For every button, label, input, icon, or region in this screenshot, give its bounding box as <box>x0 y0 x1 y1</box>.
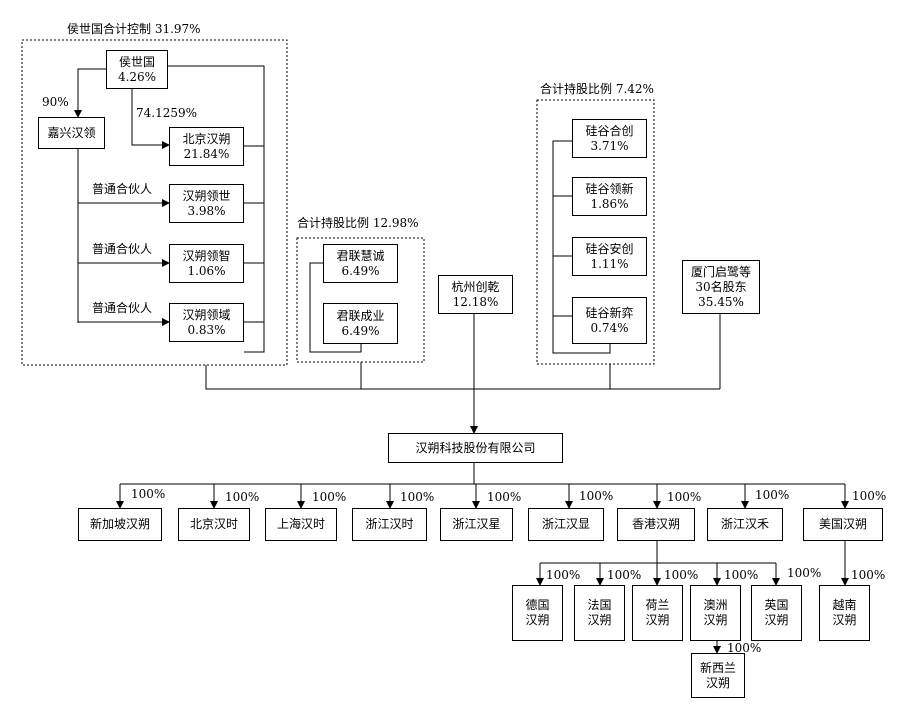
shareholder-hou: 侯世国 4.26% <box>106 50 168 89</box>
subsidiary-box: 浙江汉禾 <box>707 508 783 541</box>
hk-subsidiary-pct: 100% <box>607 568 642 582</box>
hk-subsidiary-pct: 100% <box>546 568 581 582</box>
shareholder-jiaxing: 嘉兴汉领 <box>38 117 105 149</box>
subsidiary-pct: 100% <box>579 489 614 503</box>
subsidiary-pct: 100% <box>667 490 702 504</box>
subsidiary-pct: 100% <box>225 490 260 504</box>
hk-subsidiary-box: 澳洲汉朔 <box>690 585 741 641</box>
gp-label-3: 普通合伙人 <box>92 301 153 315</box>
shareholder-lingzhi: 汉朔领智 1.06% <box>169 244 244 283</box>
main-company: 汉朔科技股份有限公司 <box>388 433 563 463</box>
shareholder-jlcy: 君联成业 6.49% <box>323 303 398 344</box>
shareholder-jlhc: 君联慧诚 6.49% <box>323 244 398 283</box>
subsidiary-box: 浙江汉显 <box>528 508 604 541</box>
hou-to-jiaxing-line <box>74 68 106 118</box>
merge-line <box>205 365 720 390</box>
shareholder-gglx: 硅谷领新 1.86% <box>572 177 647 216</box>
subsidiary-pct: 100% <box>131 487 166 501</box>
hou-to-jiaxing-pct: 90% <box>42 95 69 109</box>
subsidiary-pct: 100% <box>487 490 522 504</box>
shareholder-xmqj: 厦门启鹭等 30名股东 35.45% <box>682 260 760 314</box>
subsidiary-box: 浙江汉时 <box>352 508 427 541</box>
hk-subsidiary-pct: 100% <box>787 566 822 580</box>
junlian-group-title: 合计持股比例 12.98% <box>297 216 419 230</box>
hou-group-title: 侯世国合计控制 31.97% <box>67 22 201 36</box>
hou-to-bjhs-pct: 74.1259% <box>136 106 198 120</box>
subsidiary-box: 香港汉朔 <box>617 508 695 541</box>
vn-subsidiary-pct: 100% <box>851 568 886 582</box>
subsidiary-pct: 100% <box>755 488 790 502</box>
shareholder-lingshi: 汉朔领世 3.98% <box>169 184 244 223</box>
subsidiary-box: 上海汉时 <box>265 508 337 541</box>
subsidiary-pct: 100% <box>400 490 435 504</box>
jlhc-left-line <box>309 262 362 353</box>
hk-subsidiary-box: 英国汉朔 <box>751 585 802 641</box>
hou-to-bjhs-line <box>131 89 170 149</box>
subsidiary-box: 美国汉朔 <box>803 508 883 541</box>
hk-subsidiary-box: 德国汉朔 <box>512 585 563 641</box>
guigu-group-title: 合计持股比例 7.42% <box>540 82 654 96</box>
guigu-left-line <box>552 140 611 354</box>
gp-label-1: 普通合伙人 <box>92 182 153 196</box>
shareholder-ggac: 硅谷安创 1.11% <box>572 237 647 276</box>
subsidiary-pct: 100% <box>312 490 347 504</box>
gp-label-2: 普通合伙人 <box>92 242 153 256</box>
hou-right-line <box>168 65 265 353</box>
guigu-group-border <box>536 99 655 365</box>
nz-subsidiary-box: 新西兰汉朔 <box>691 653 745 698</box>
junlian-group-border <box>296 237 425 363</box>
subsidiary-box: 浙江汉星 <box>440 508 513 541</box>
subsidiary-pct: 100% <box>852 489 887 503</box>
shareholder-ggxy: 硅谷新弈 0.74% <box>572 297 647 344</box>
hk-subsidiary-box: 荷兰汉朔 <box>632 585 683 641</box>
vn-subsidiary-box: 越南汉朔 <box>819 585 870 641</box>
shareholder-bjhs: 北京汉朔 21.84% <box>169 127 244 166</box>
nz-subsidiary-pct: 100% <box>727 641 762 655</box>
shareholder-hzcq: 杭州创乾 12.18% <box>438 275 513 314</box>
hk-subsidiary-box: 法国汉朔 <box>574 585 625 641</box>
shareholder-lingyu: 汉朔领域 0.83% <box>169 303 244 342</box>
subsidiary-box: 北京汉时 <box>178 508 250 541</box>
hk-subsidiary-pct: 100% <box>664 568 699 582</box>
subsidiary-box: 新加坡汉朔 <box>78 508 162 541</box>
hk-subsidiary-pct: 100% <box>724 568 759 582</box>
shareholder-gghc: 硅谷合创 3.71% <box>572 119 647 158</box>
hou-group-border <box>21 39 288 366</box>
